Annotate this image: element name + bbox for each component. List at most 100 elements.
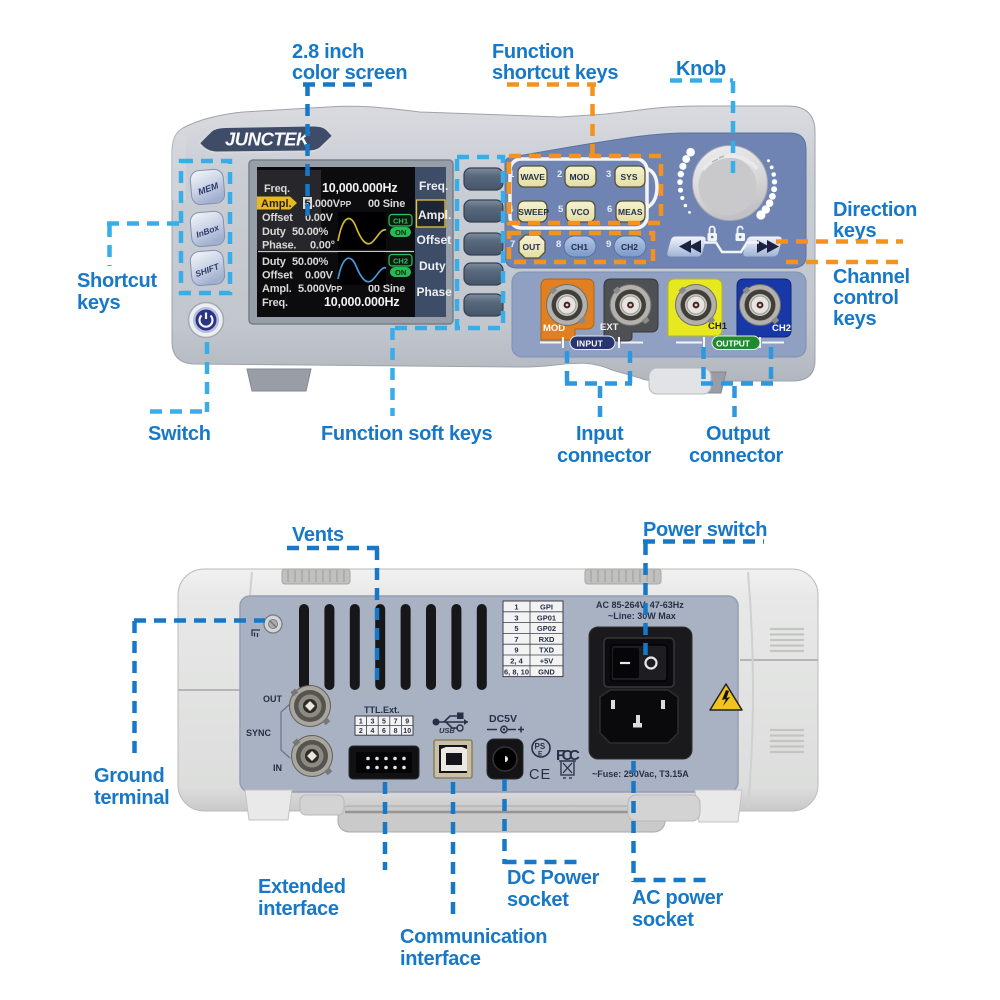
svg-text:Extended: Extended — [258, 876, 346, 898]
svg-text:Freq.: Freq. — [264, 183, 290, 195]
svg-text:Function soft keys: Function soft keys — [321, 423, 492, 445]
svg-text:OUTPUT: OUTPUT — [716, 339, 751, 349]
svg-text:IN: IN — [273, 763, 282, 773]
svg-text:terminal: terminal — [94, 787, 169, 809]
svg-text:6: 6 — [382, 728, 386, 735]
svg-text:MEAS: MEAS — [618, 207, 643, 217]
svg-text:00 Sine: 00 Sine — [368, 198, 405, 210]
svg-text:GP02: GP02 — [537, 624, 556, 633]
svg-text:GND: GND — [538, 667, 555, 676]
svg-text:CH1: CH1 — [708, 321, 728, 332]
svg-text:Shortcut: Shortcut — [77, 270, 157, 292]
svg-text:JUNCTEK: JUNCTEK — [225, 129, 311, 150]
svg-text:1: 1 — [514, 603, 518, 612]
svg-text:E: E — [538, 751, 543, 758]
svg-text:PP: PP — [331, 284, 343, 294]
svg-text:Ground: Ground — [94, 765, 164, 787]
svg-text:Offset: Offset — [262, 212, 293, 224]
svg-text:3: 3 — [606, 169, 611, 180]
svg-text:MOD: MOD — [543, 323, 565, 334]
svg-text:2: 2 — [557, 169, 562, 180]
svg-text:7: 7 — [394, 719, 398, 726]
svg-text:GPI: GPI — [540, 603, 553, 612]
svg-text:EXT: EXT — [600, 322, 619, 333]
svg-text:shortcut keys: shortcut keys — [492, 62, 618, 84]
svg-text:50.00%: 50.00% — [292, 226, 329, 238]
svg-text:10,000.000Hz: 10,000.000Hz — [324, 295, 399, 309]
svg-text:5.000V: 5.000V — [298, 283, 333, 295]
svg-text:CH2: CH2 — [621, 242, 638, 252]
svg-text:AC power: AC power — [632, 887, 723, 909]
svg-text:ON: ON — [395, 228, 406, 237]
svg-text:CE: CE — [529, 767, 551, 783]
svg-text:socket: socket — [507, 889, 569, 911]
svg-text:~Line: 30W Max: ~Line: 30W Max — [608, 611, 676, 621]
svg-text:RXD: RXD — [539, 635, 555, 644]
svg-text:.000V: .000V — [312, 198, 341, 210]
svg-text:Ampl.: Ampl. — [261, 198, 292, 210]
svg-text:MOD: MOD — [570, 172, 590, 182]
svg-text:0.00°: 0.00° — [310, 240, 335, 252]
svg-text:7: 7 — [510, 239, 515, 250]
svg-text:ON: ON — [395, 268, 406, 277]
svg-text:5: 5 — [558, 204, 564, 215]
svg-text:Phase.: Phase. — [262, 240, 296, 252]
svg-text:2, 4: 2, 4 — [510, 657, 523, 666]
svg-text:Duty: Duty — [262, 226, 287, 238]
svg-text:1: 1 — [359, 719, 363, 726]
svg-text:SYNC: SYNC — [246, 728, 272, 738]
svg-text:OUT: OUT — [523, 242, 542, 252]
svg-text:CH1: CH1 — [393, 217, 408, 226]
svg-text:connector: connector — [557, 445, 651, 467]
svg-text:0.00V: 0.00V — [305, 270, 334, 282]
svg-text:keys: keys — [77, 292, 120, 314]
svg-text:Vents: Vents — [292, 524, 344, 546]
svg-text:3: 3 — [370, 719, 374, 726]
svg-text:PP: PP — [340, 199, 352, 209]
svg-text:10: 10 — [403, 728, 411, 735]
svg-text:interface: interface — [258, 898, 339, 920]
svg-text:INPUT: INPUT — [577, 339, 604, 349]
svg-text:TTL.Ext.: TTL.Ext. — [364, 705, 400, 715]
svg-text:keys: keys — [833, 308, 876, 330]
svg-text:Phase: Phase — [417, 285, 453, 299]
svg-text:00 Sine: 00 Sine — [368, 283, 405, 295]
svg-text:50.00%: 50.00% — [292, 256, 329, 268]
svg-text:5: 5 — [514, 624, 518, 633]
svg-text:WAVE: WAVE — [521, 172, 546, 182]
svg-text:+5V: +5V — [540, 657, 554, 666]
svg-text:Knob: Knob — [676, 58, 726, 80]
svg-text:CH1: CH1 — [571, 242, 588, 252]
svg-text:7: 7 — [514, 635, 518, 644]
svg-text:DC Power: DC Power — [507, 867, 600, 889]
svg-text:9: 9 — [606, 239, 611, 250]
svg-text:2.8 inch: 2.8 inch — [292, 41, 364, 63]
svg-text:Freq.: Freq. — [419, 179, 448, 193]
svg-text:9: 9 — [405, 719, 409, 726]
svg-text:Ampl.: Ampl. — [262, 283, 292, 295]
svg-text:5: 5 — [382, 719, 386, 726]
svg-text:color screen: color screen — [292, 62, 407, 84]
svg-text:9: 9 — [514, 646, 518, 655]
svg-text:Power switch: Power switch — [643, 519, 767, 541]
svg-text:0.00V: 0.00V — [305, 212, 334, 224]
svg-text:4: 4 — [370, 728, 374, 735]
svg-text:GP01: GP01 — [537, 613, 556, 622]
svg-text:VCO: VCO — [571, 207, 590, 217]
svg-text:Communication: Communication — [400, 926, 547, 948]
svg-text:Channel: Channel — [833, 266, 910, 288]
svg-text:Offset: Offset — [417, 233, 452, 247]
svg-text:1: 1 — [509, 169, 515, 180]
svg-text:USB: USB — [439, 726, 455, 735]
svg-text:connector: connector — [689, 445, 783, 467]
svg-text:keys: keys — [833, 220, 876, 242]
svg-text:Direction: Direction — [833, 199, 917, 221]
svg-text:socket: socket — [632, 909, 694, 931]
svg-text:SWEEP: SWEEP — [518, 207, 549, 217]
svg-text:Offset: Offset — [262, 270, 293, 282]
svg-text:10,000.000Hz: 10,000.000Hz — [322, 181, 397, 195]
svg-text:control: control — [833, 287, 899, 309]
svg-text:~Fuse: 250Vac, T3.15A: ~Fuse: 250Vac, T3.15A — [592, 769, 689, 779]
svg-text:interface: interface — [400, 948, 481, 970]
svg-text:PS: PS — [535, 742, 546, 751]
